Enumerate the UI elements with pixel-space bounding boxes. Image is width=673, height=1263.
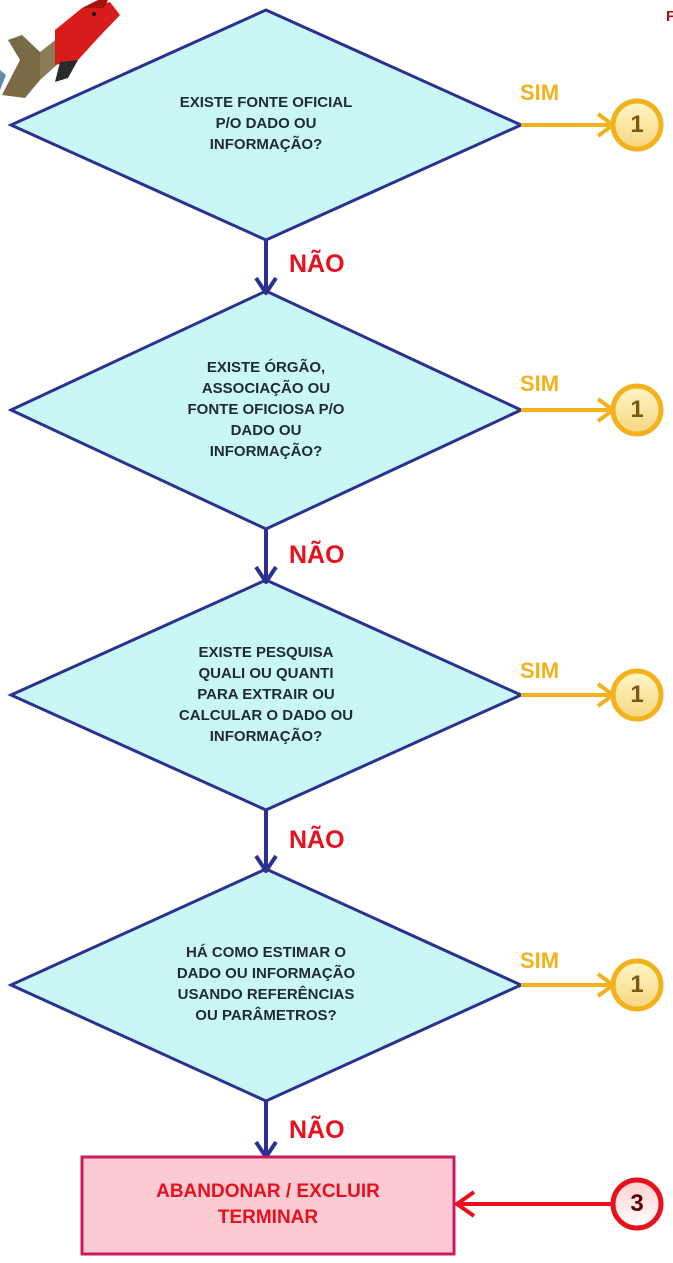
- decision-text-1: EXISTE FONTE OFICIAL P/O DADO OU INFORMA…: [111, 92, 421, 155]
- connector-4-label[interactable]: 1: [630, 971, 644, 998]
- decision-1-line: P/O DADO OU: [215, 115, 317, 132]
- connector-2-circle[interactable]: [610, 383, 664, 437]
- decision-2-line: ASSOCIAÇÃO OU: [201, 380, 331, 397]
- decision-1-line: EXISTE FONTE OFICIAL: [179, 94, 353, 111]
- decision-4-line: USANDO REFERÊNCIAS: [177, 986, 355, 1003]
- connector-2-label[interactable]: 1: [630, 396, 644, 423]
- decision-2-line: DADO OU: [230, 422, 302, 439]
- decision-2-line: EXISTE ÓRGÃO,: [206, 359, 326, 376]
- no-label-4: NÃO: [289, 1116, 345, 1144]
- decision-3-line: QUALI OU QUANTI: [198, 665, 334, 682]
- connector-4-circle[interactable]: [610, 958, 664, 1012]
- bird-logo: [0, 0, 120, 98]
- decision-text-3: EXISTE PESQUISA QUALI OU QUANTI PARA EXT…: [111, 642, 421, 747]
- connector-end-label[interactable]: 3: [630, 1190, 644, 1217]
- connector-end-circle[interactable]: [610, 1177, 664, 1231]
- decision-4-line: OU PARÂMETROS?: [195, 1007, 337, 1024]
- decision-4-line: DADO OU INFORMAÇÃO: [176, 965, 356, 982]
- no-label-1: NÃO: [289, 250, 345, 278]
- decision-3-line: PARA EXTRAIR OU: [197, 686, 335, 703]
- yes-label-1: SIM: [520, 80, 560, 105]
- process-box: [80, 1155, 456, 1256]
- yes-label-3: SIM: [520, 658, 560, 683]
- yes-label-2: SIM: [520, 371, 560, 396]
- process-line: ABANDONAR / EXCLUIR: [156, 1181, 380, 1202]
- decision-3-line: EXISTE PESQUISA: [198, 644, 334, 661]
- no-label-3: NÃO: [289, 826, 345, 854]
- process-line: TERMINAR: [217, 1207, 319, 1228]
- process-text: ABANDONAR / EXCLUIR TERMINAR: [82, 1179, 454, 1231]
- connector-1-circle[interactable]: [610, 98, 664, 152]
- connector-3-circle[interactable]: [610, 668, 664, 722]
- decision-2-line: INFORMAÇÃO?: [209, 443, 323, 460]
- decision-3-line: CALCULAR O DADO OU: [178, 707, 354, 724]
- decision-1-line: INFORMAÇÃO?: [209, 136, 323, 153]
- connector-3-label[interactable]: 1: [630, 681, 644, 708]
- decision-4-line: HÁ COMO ESTIMAR O: [186, 944, 346, 961]
- decision-3-line: INFORMAÇÃO?: [209, 728, 323, 745]
- connector-1-label[interactable]: 1: [630, 111, 644, 138]
- decision-text-4: HÁ COMO ESTIMAR O DADO OU INFORMAÇÃO USA…: [111, 942, 421, 1026]
- yes-label-4: SIM: [520, 948, 560, 973]
- corner-text: F: [666, 8, 673, 25]
- no-label-2: NÃO: [289, 541, 345, 569]
- decision-text-2: EXISTE ÓRGÃO, ASSOCIAÇÃO OU FONTE OFICIO…: [111, 357, 421, 462]
- decision-2-line: FONTE OFICIOSA P/O: [187, 401, 345, 418]
